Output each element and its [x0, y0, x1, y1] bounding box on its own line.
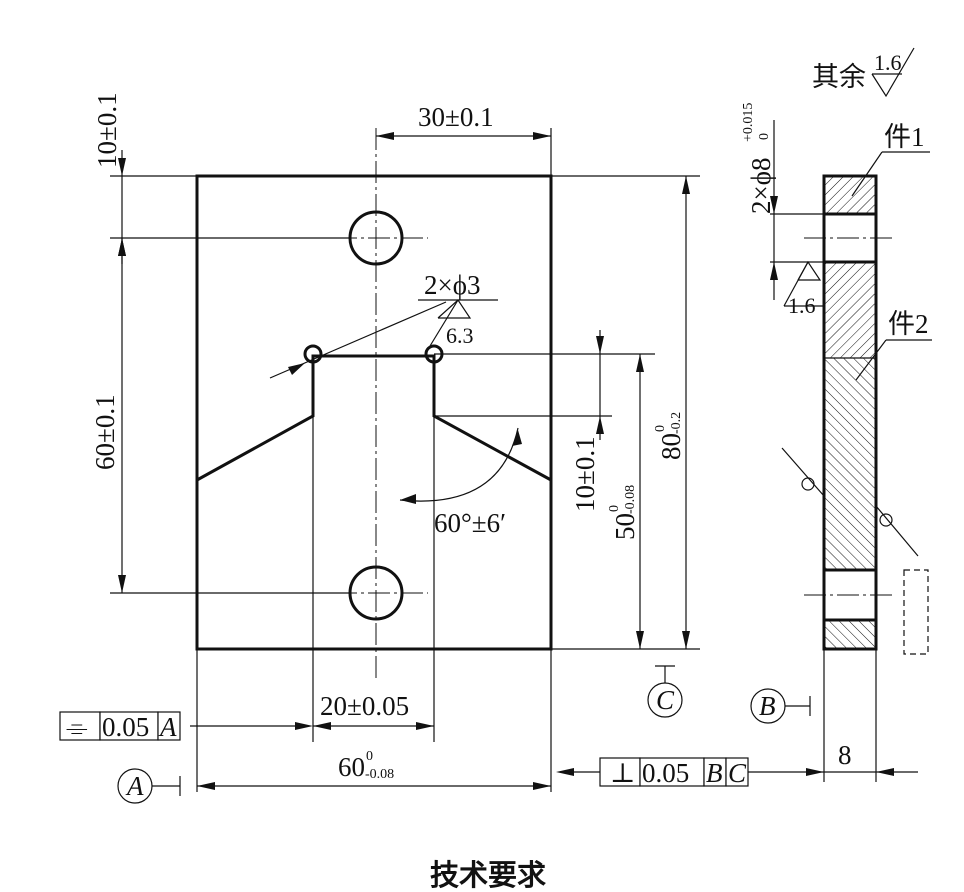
dim-50-base: 50 [610, 513, 640, 540]
dim-slot-width-text: 20±0.05 [320, 691, 409, 721]
symmetry-datum: A [158, 712, 177, 742]
perp-datum-b: B [706, 758, 723, 788]
dim-50-lower: -0.08 [623, 485, 638, 514]
surface-finish-note: 其余 1.6 [812, 47, 915, 98]
part2-leader: 件2 [855, 309, 932, 381]
side-outline [822, 174, 878, 651]
dim-50: 50 0 -0.08 [607, 354, 644, 649]
symmetry-tolerance: 0.05 [102, 712, 149, 742]
plate-outline [195, 174, 553, 651]
perp-datum-c: C [728, 758, 747, 788]
datum-a-label: A [125, 771, 144, 801]
bore-callout-base: 2×ϕ8 [746, 158, 776, 214]
dim-top-width: 30±0.1 [376, 102, 551, 140]
bore-roughness: 1.6 [783, 260, 824, 318]
part2-section [824, 358, 876, 570]
datum-c-label: C [656, 685, 675, 715]
symmetry-symbol: ⌯ [66, 712, 88, 742]
relief-hole-left [303, 344, 323, 364]
datum-c: C [647, 665, 683, 718]
perpendicularity-frame: ⊥ 0.05 B C [556, 757, 790, 788]
datum-b-label: B [759, 691, 776, 721]
dim-slot-width: 20±0.05 [190, 691, 434, 730]
dim-80: 80 0 -0.2 [653, 176, 690, 649]
tech-title: 技术要求 [430, 859, 546, 892]
part2-bottom-section [824, 620, 876, 649]
hole-roughness-text: 6.3 [446, 323, 474, 348]
dim-left-height-text: 60±0.1 [90, 394, 120, 470]
part1-mid-section [824, 262, 876, 358]
dim-top-width-text: 30±0.1 [418, 102, 494, 132]
part1-label: 件1 [884, 122, 925, 152]
part1-leader: 件1 [851, 122, 930, 197]
slot-profile [196, 354, 552, 482]
dim-thickness: 8 [790, 649, 918, 782]
dim-80-lower: -0.2 [669, 412, 684, 434]
dim-top-offset-text: 10±0.1 [92, 92, 122, 168]
dim-angle: 60°±6′ [399, 427, 522, 538]
datum-b: B [750, 688, 811, 724]
dim-slot-depth: 10±0.1 [570, 330, 604, 512]
dim-thickness-text: 8 [838, 740, 852, 770]
datum-a: A [117, 768, 181, 804]
left-edge-mark [781, 447, 825, 497]
part2-label: 件2 [888, 309, 929, 339]
side-view: 2×ϕ8 +0.015 0 1.6 件1 件2 [741, 103, 932, 782]
front-view: 10±0.1 30±0.1 60±0.1 2×ϕ3 6.3 [90, 92, 700, 792]
hole-callout-text: 2×ϕ3 [424, 270, 480, 300]
dim-80-upper: 0 [653, 425, 668, 432]
dim-50-upper: 0 [607, 505, 622, 512]
bore-callout-upper: +0.015 [741, 103, 756, 142]
dim-60-upper: 0 [366, 749, 373, 764]
bore-callout-lower: 0 [757, 133, 772, 140]
dim-left-height: 60±0.1 [90, 238, 126, 593]
dim-60-lower: -0.08 [365, 767, 394, 782]
surface-note-prefix: 其余 [812, 62, 866, 92]
dim-80-base: 80 [656, 433, 686, 460]
symmetry-frame: ⌯ 0.05 A [59, 711, 181, 742]
dim-angle-text: 60°±6′ [434, 508, 506, 538]
surface-note-roughness: 1.6 [874, 50, 902, 75]
hole-callout: 2×ϕ3 6.3 [269, 270, 498, 379]
right-edge-mark [875, 505, 919, 557]
dim-slot-depth-text: 10±0.1 [570, 436, 600, 512]
phantom-pin [903, 569, 929, 655]
perp-symbol: ⊥ [610, 758, 635, 788]
bore-roughness-text: 1.6 [788, 293, 816, 318]
part1-top-section [824, 176, 876, 214]
dim-60: 60 0 -0.08 [197, 749, 551, 790]
dim-60-base: 60 [338, 752, 365, 782]
perp-tolerance: 0.05 [642, 758, 689, 788]
